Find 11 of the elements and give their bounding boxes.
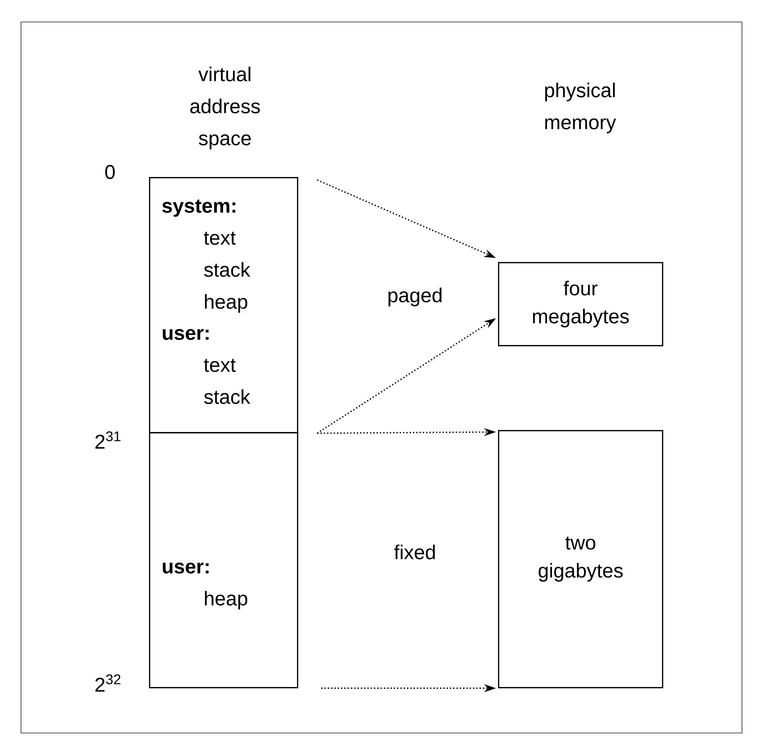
address-label: 2$^{31}$: [95, 431, 120, 449]
label-heading: physical memory: [545, 82, 616, 134]
address-label: 2$^{32}$: [95, 674, 120, 692]
memory-box: two gigabytes: [498, 430, 664, 688]
memory-region-box: system: text stack heap user: text stack: [149, 177, 298, 434]
address-label: 0: [105, 164, 115, 180]
mapping-label: paged: [388, 288, 442, 306]
memory-region-box: user: heap: [149, 432, 298, 688]
mapping-label: fixed: [394, 544, 435, 560]
label-heading: virtual address space: [190, 66, 260, 150]
memory-box: four megabytes: [498, 262, 664, 346]
